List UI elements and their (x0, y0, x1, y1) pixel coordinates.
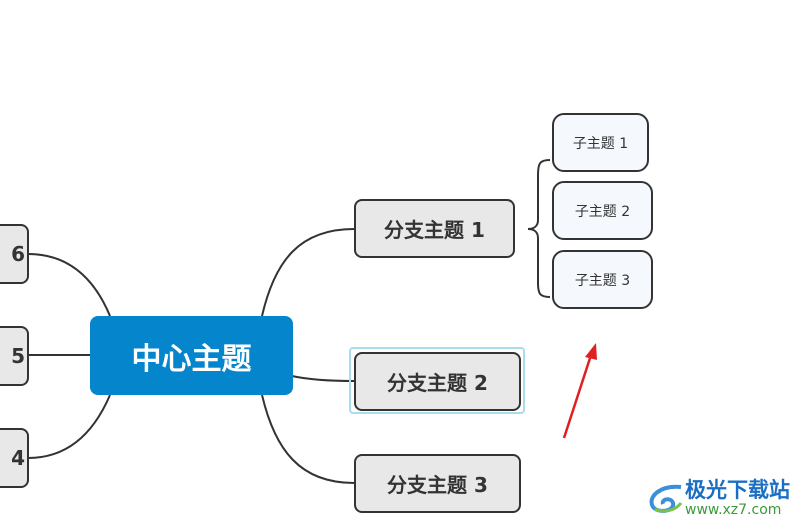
connector-branch-3 (261, 394, 355, 484)
central-topic[interactable]: 中心主题 (90, 316, 293, 395)
central-topic-label: 中心主题 (131, 341, 252, 377)
branch-label: 分支主题 2 (387, 371, 488, 395)
subtopic-brace (527, 159, 551, 298)
left-branch-label: 5 (11, 344, 25, 368)
subtopic-label: 子主题 3 (574, 272, 631, 289)
red-arrow-icon (562, 343, 597, 439)
left-branch-6[interactable]: 6 (0, 224, 29, 284)
left-branch-4[interactable]: 4 (0, 428, 29, 488)
watermark-logo-icon (649, 484, 683, 513)
watermark-title: 极光下载站 (685, 478, 790, 502)
left-branch-5[interactable]: 5 (0, 326, 29, 386)
branch-label: 分支主题 3 (387, 473, 488, 497)
connector-branch-1 (261, 228, 355, 317)
branch-topic-2[interactable]: 分支主题 2 (354, 352, 521, 411)
selection-outline (349, 347, 525, 414)
subtopic-1[interactable]: 子主题 1 (552, 113, 649, 172)
connector-left-6 (27, 253, 111, 317)
left-branch-label: 4 (11, 446, 25, 470)
connector-branch-2 (291, 375, 355, 382)
subtopic-label: 子主题 1 (572, 135, 629, 152)
watermark-url: www.xz7.com (685, 502, 782, 518)
branch-topic-3[interactable]: 分支主题 3 (354, 454, 521, 513)
watermark: 极光下载站 www.xz7.com (645, 478, 790, 518)
left-branch-label: 6 (11, 242, 25, 266)
branch-topic-1[interactable]: 分支主题 1 (354, 199, 515, 258)
branch-label: 分支主题 1 (384, 218, 485, 242)
subtopic-3[interactable]: 子主题 3 (552, 250, 653, 309)
subtopic-label: 子主题 2 (574, 203, 631, 220)
connector-left-4 (27, 394, 111, 459)
subtopic-2[interactable]: 子主题 2 (552, 181, 653, 240)
